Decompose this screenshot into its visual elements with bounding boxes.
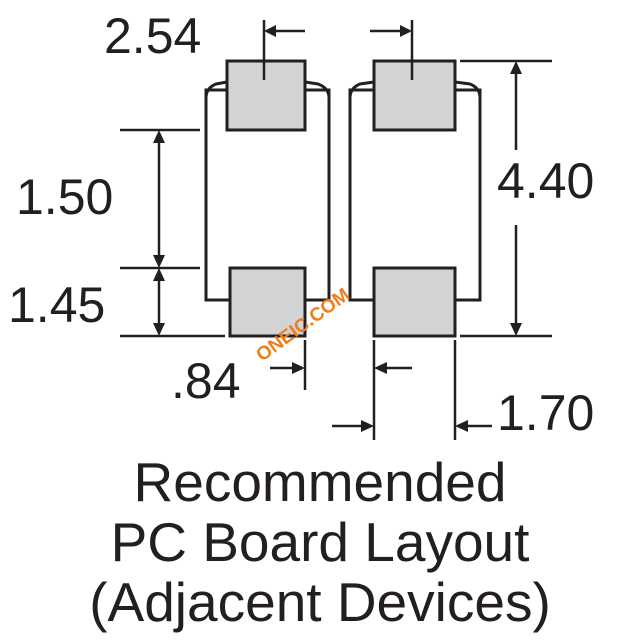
arrowheads bbox=[153, 25, 522, 432]
pad-right-bottom bbox=[372, 266, 457, 338]
right-device-outline bbox=[348, 88, 482, 302]
caption-line-2: PC Board Layout bbox=[110, 511, 530, 573]
caption-line-3: (Adjacent Devices) bbox=[89, 571, 551, 633]
diagram-caption: Recommended PC Board Layout (Adjacent De… bbox=[0, 452, 640, 632]
dim-label-gap: .84 bbox=[171, 353, 241, 409]
dim-label-pad-width: 2.54 bbox=[104, 8, 201, 64]
right-device-top-shoulder bbox=[348, 80, 482, 99]
caption-line-1: Recommended bbox=[133, 451, 507, 513]
device-outlines bbox=[204, 80, 482, 302]
dim-label-adjacent-gap: 1.70 bbox=[497, 385, 594, 441]
left-device-top-shoulder bbox=[204, 80, 331, 99]
pad-left-top bbox=[225, 59, 307, 132]
pads bbox=[225, 59, 457, 338]
pad-right-top bbox=[372, 59, 457, 132]
left-device-outline bbox=[204, 88, 331, 302]
dim-label-inner-spacing: 1.50 bbox=[16, 169, 113, 225]
dimension-lines bbox=[120, 20, 552, 440]
dim-label-outer-pitch: 4.40 bbox=[497, 153, 594, 209]
dim-label-pad-length: 1.45 bbox=[8, 277, 105, 333]
pad-left-bottom bbox=[228, 266, 307, 338]
